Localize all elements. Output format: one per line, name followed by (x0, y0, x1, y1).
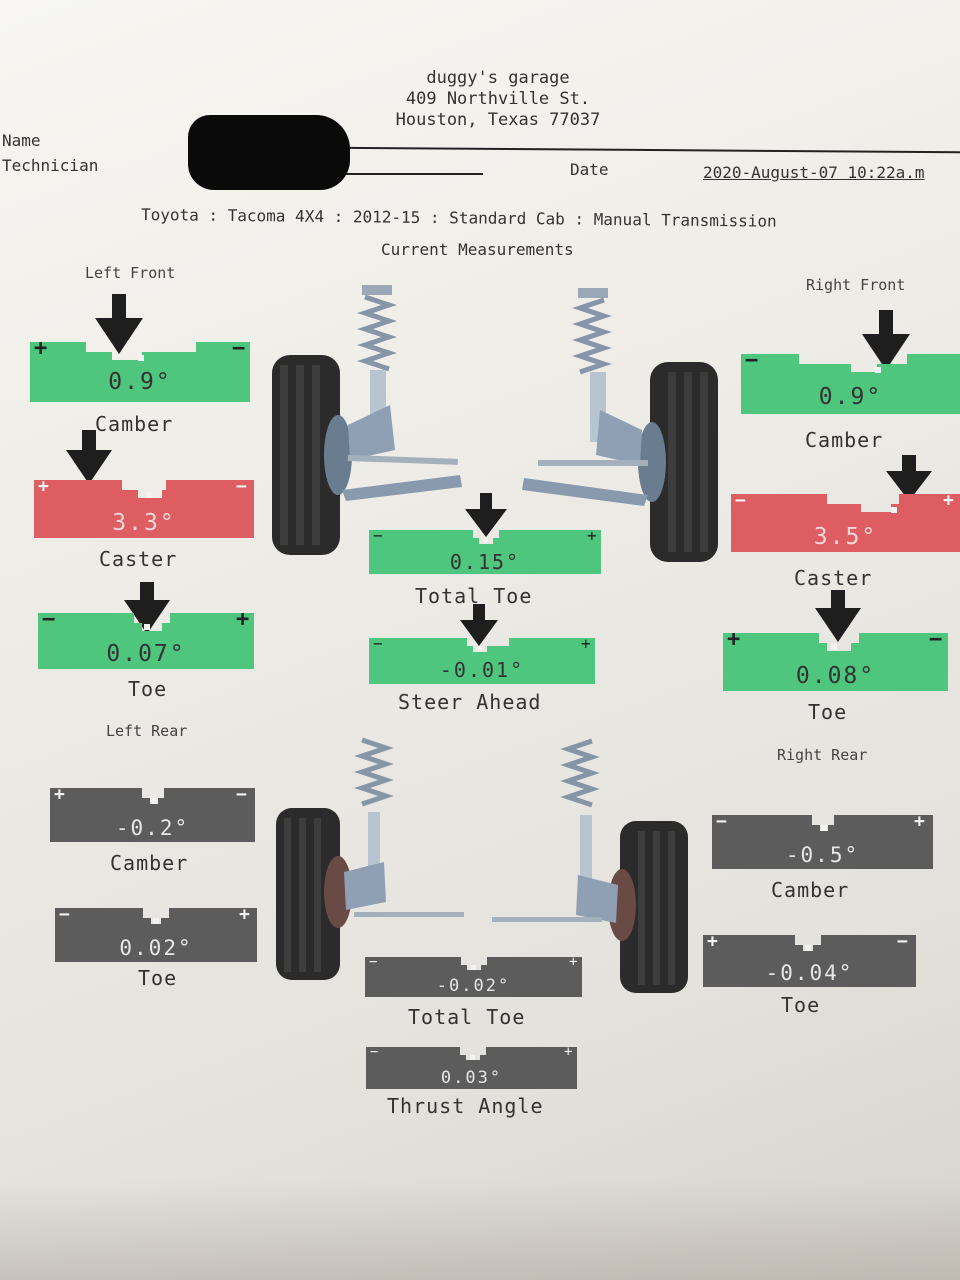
minus-icon: − (716, 811, 727, 832)
arrow-down-icon (95, 294, 143, 354)
rear-total-toe-value: -0.02° (436, 976, 511, 996)
plus-icon: + (54, 784, 65, 805)
right-front-caster-label: Caster (794, 566, 873, 590)
minus-icon: − (370, 1044, 379, 1060)
plus-icon: + (236, 607, 250, 632)
left-rear-camber-label: Camber (110, 851, 189, 875)
right-front-caster-value: 3.5° (813, 524, 878, 550)
steer-ahead-value: -0.01° (439, 658, 525, 682)
left-front-camber-value: 0.9° (108, 369, 172, 395)
rear-total-toe-gauge: − + -0.02° (365, 954, 582, 997)
redaction-mark (188, 115, 350, 190)
minus-icon: − (735, 490, 746, 511)
minus-icon: − (373, 526, 383, 545)
minus-icon: − (897, 931, 908, 952)
minus-icon: − (369, 954, 378, 970)
minus-icon: − (59, 904, 70, 925)
section-title: Current Measurements (381, 240, 574, 259)
left-rear-camber-gauge: + − -0.2° (50, 784, 255, 842)
name-line (330, 146, 960, 154)
date-label: Date (570, 160, 609, 179)
date-value: 2020-August-07 10:22a.m (703, 163, 925, 182)
right-front-toe-gauge: + − 0.08° (723, 627, 948, 691)
right-front-toe-label: Toe (808, 700, 848, 724)
right-rear-toe-value: -0.04° (765, 961, 854, 985)
plus-icon: + (564, 1044, 573, 1060)
arrow-down-icon (886, 455, 932, 501)
front-left-suspension-illustration (272, 285, 462, 555)
plus-icon: + (727, 627, 741, 652)
left-front-toe-label: Toe (128, 677, 168, 701)
right-front-camber-label: Camber (805, 428, 884, 452)
left-rear-camber-value: -0.2° (115, 816, 190, 840)
steer-ahead-gauge: − + -0.01° (369, 634, 595, 684)
right-rear-camber-label: Camber (771, 878, 850, 902)
left-rear-toe-gauge: − + 0.02° (55, 904, 257, 962)
left-front-toe-value: 0.07° (106, 641, 186, 667)
shop-city: Houston, Texas 77037 (395, 110, 601, 130)
right-front-toe-value: 0.08° (795, 663, 876, 689)
minus-icon: − (745, 348, 759, 373)
plus-icon: + (707, 931, 718, 952)
left-front-title: Left Front (85, 264, 176, 282)
plus-icon: + (34, 336, 48, 361)
plus-icon: + (914, 811, 925, 832)
left-front-caster-label: Caster (99, 547, 178, 571)
thrust-angle-label: Thrust Angle (387, 1094, 544, 1118)
front-right-suspension-illustration (522, 288, 718, 562)
arrow-down-icon (862, 310, 910, 370)
minus-icon: − (42, 607, 56, 632)
left-rear-toe-label: Toe (138, 966, 178, 990)
front-total-toe-gauge: − + 0.15° (369, 526, 601, 574)
right-rear-camber-value: -0.5° (785, 843, 860, 867)
thrust-angle-value: 0.03° (440, 1068, 503, 1088)
vehicle-description: Toyota : Tacoma 4X4 : 2012-15 : Standard… (140, 205, 777, 231)
right-rear-camber-gauge: − + -0.5° (712, 811, 933, 869)
left-front-camber-label: Camber (95, 412, 174, 436)
plus-icon: + (239, 904, 250, 925)
right-front-caster-gauge: − + 3.5° (731, 490, 960, 552)
left-front-caster-value: 3.3° (112, 510, 176, 536)
plus-icon: + (38, 476, 49, 497)
paper-shadow (0, 1180, 960, 1280)
right-rear-toe-gauge: + − -0.04° (703, 931, 916, 987)
minus-icon: − (373, 634, 383, 653)
right-front-camber-gauge: − 0.9° (741, 348, 960, 414)
name-label: Name (2, 131, 41, 150)
arrow-down-icon (66, 430, 112, 484)
minus-icon: − (236, 784, 247, 805)
minus-icon: − (232, 336, 246, 361)
shop-name: duggy's garage (426, 68, 570, 88)
front-total-toe-value: 0.15° (449, 550, 521, 574)
minus-icon: − (929, 627, 943, 652)
arrow-down-icon (815, 590, 861, 642)
right-rear-title: Right Rear (777, 746, 868, 764)
technician-label: Technician (2, 156, 99, 175)
plus-icon: + (943, 490, 954, 511)
rear-left-suspension-illustration (276, 737, 464, 980)
rear-total-toe-label: Total Toe (408, 1005, 526, 1029)
plus-icon: + (587, 526, 597, 545)
left-front-caster-gauge: + − 3.3° (34, 476, 254, 538)
right-front-camber-value: 0.9° (818, 384, 883, 410)
rear-right-suspension-illustration (492, 738, 688, 993)
plus-icon: + (569, 954, 578, 970)
plus-icon: + (581, 634, 591, 653)
arrow-down-icon (465, 493, 507, 537)
steer-ahead-label: Steer Ahead (398, 690, 542, 714)
minus-icon: − (236, 476, 247, 497)
arrow-down-icon (460, 604, 498, 646)
thrust-angle-gauge: − + 0.03° (366, 1044, 577, 1089)
right-rear-toe-label: Toe (781, 993, 821, 1017)
shop-street: 409 Northville St. (405, 89, 591, 109)
arrow-down-icon (124, 582, 170, 634)
left-rear-title: Left Rear (106, 722, 188, 740)
left-front-camber-gauge: + − 0.9° (30, 336, 250, 402)
left-front-toe-gauge: − + 0.07° (38, 607, 254, 669)
right-front-title: Right Front (806, 276, 906, 294)
left-rear-toe-value: 0.02° (119, 936, 193, 960)
